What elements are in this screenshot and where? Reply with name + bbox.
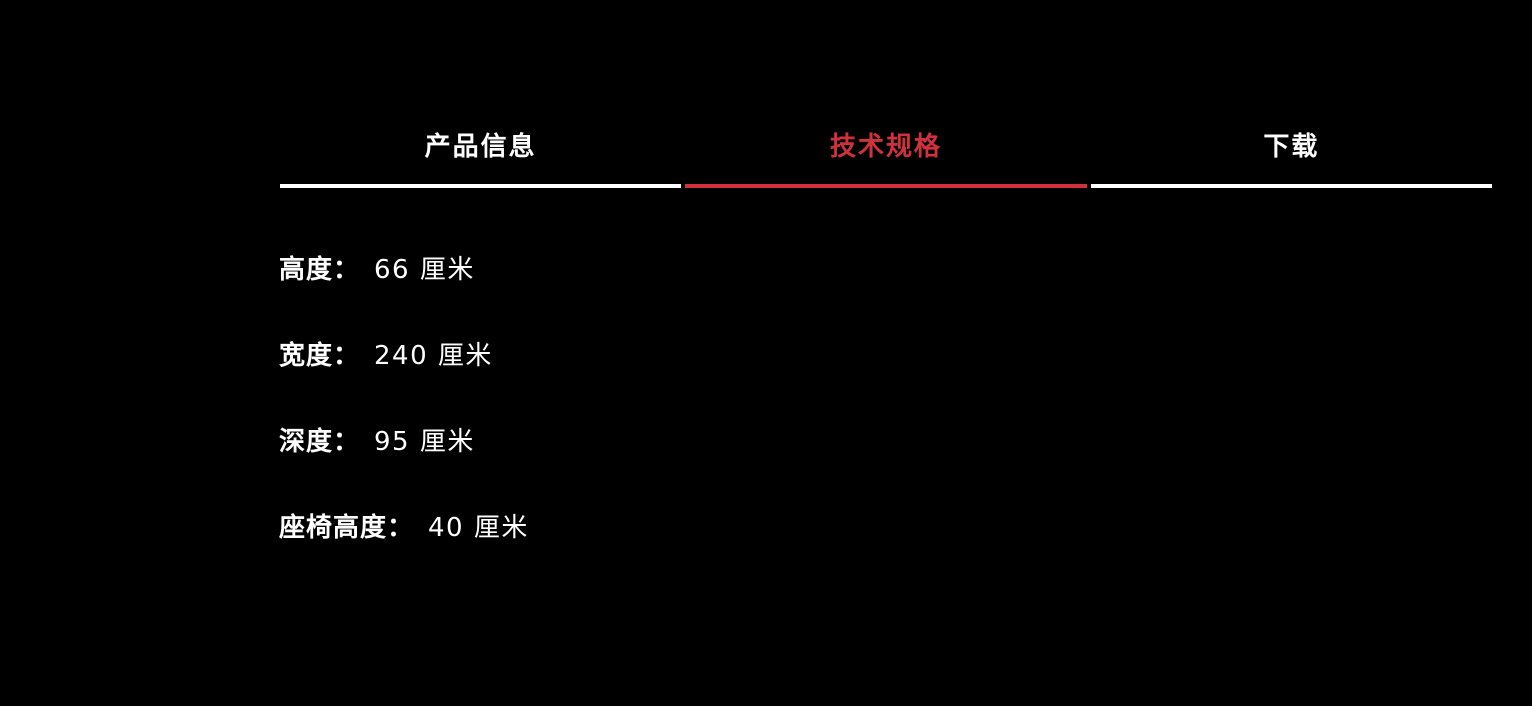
spec-row-depth: 深度： 95 厘米 — [279, 424, 529, 510]
spec-value: 240 厘米 — [374, 341, 493, 371]
spec-label: 高度： — [279, 255, 361, 285]
spec-label: 座椅高度： — [279, 513, 415, 543]
tab-downloads[interactable]: 下载 — [1090, 118, 1492, 188]
spec-value: 40 厘米 — [428, 513, 529, 543]
spec-value: 66 厘米 — [374, 255, 475, 285]
spec-list: 高度： 66 厘米 宽度： 240 厘米 深度： 95 厘米 座椅高度： 40 … — [279, 252, 529, 596]
spec-row-seat-height: 座椅高度： 40 厘米 — [279, 510, 529, 596]
tab-product-info[interactable]: 产品信息 — [280, 118, 682, 188]
spec-label: 深度： — [279, 427, 361, 457]
tab-product-info-label: 产品信息 — [424, 132, 537, 162]
tab-technical-specs[interactable]: 技术规格 — [685, 118, 1087, 188]
spec-row-height: 高度： 66 厘米 — [279, 252, 529, 338]
spec-value: 95 厘米 — [374, 427, 475, 457]
tab-bar: 产品信息 技术规格 下载 — [280, 118, 1492, 188]
tab-technical-specs-label: 技术规格 — [829, 132, 942, 162]
spec-row-width: 宽度： 240 厘米 — [279, 338, 529, 424]
spec-label: 宽度： — [279, 341, 361, 371]
tab-downloads-label: 下载 — [1263, 132, 1320, 162]
